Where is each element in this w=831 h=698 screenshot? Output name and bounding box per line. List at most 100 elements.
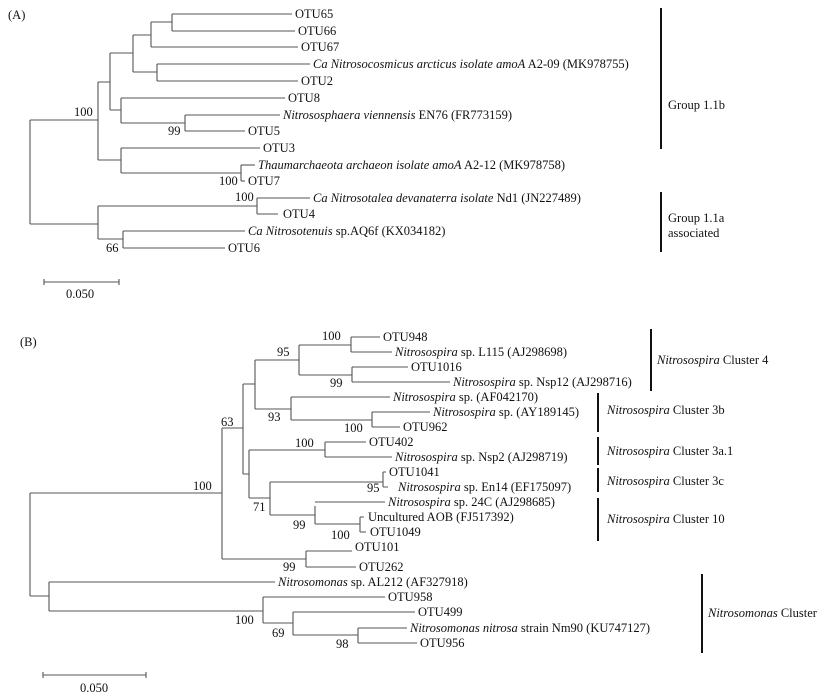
leaf-label: OTU948 [383, 330, 427, 344]
bootstrap-value: 100 [344, 421, 363, 435]
branch [133, 22, 152, 47]
branch [121, 115, 186, 131]
leaf-label: OTU67 [301, 40, 339, 54]
bootstrap-value: 100 [193, 479, 212, 493]
branch [299, 336, 392, 353]
branch [30, 82, 99, 160]
branch [110, 35, 134, 72]
branch [98, 148, 122, 173]
branch [291, 411, 430, 428]
group-label: Nitrosospira Cluster 3b [606, 403, 725, 417]
panel-a: (A) [8, 7, 725, 301]
bootstrap-value: 95 [277, 345, 290, 359]
panel-label-b: (B) [20, 335, 37, 349]
branch [249, 482, 271, 515]
leaf-label: OTU958 [388, 590, 432, 604]
scale-bar-label: 0.050 [66, 287, 94, 301]
branch [270, 471, 388, 488]
group-label: Nitrosospira Cluster 3a.1 [606, 444, 733, 458]
leaf-label: OTU402 [369, 435, 413, 449]
leaf-label: OTU65 [295, 7, 333, 21]
bootstrap-value: 98 [336, 637, 349, 651]
scale-bar-a: 0.050 [43, 279, 120, 301]
leaf-label: Nitrosospira sp. En14 (EF175097) [397, 480, 571, 494]
bootstrap-value: 100 [235, 190, 254, 204]
bootstrap-value: 69 [272, 626, 285, 640]
tree-b-leaf-labels: OTU948 Nitrosospira sp. L115 (AJ298698) … [277, 330, 650, 650]
branch [49, 597, 264, 623]
scale-bar-b: 0.050 [42, 672, 147, 695]
branch [30, 206, 99, 239]
branch [243, 360, 256, 409]
scale-bar-line [42, 672, 147, 678]
bootstrap-value: 95 [367, 481, 380, 495]
tree-a-leaf-labels: OTU65 OTU66 OTU67 Ca Nitrosocosmicus arc… [228, 7, 629, 255]
group-label: Nitrosospira Cluster 10 [606, 512, 725, 526]
panel-label-a: (A) [8, 8, 25, 22]
leaf-label: OTU6 [228, 241, 260, 255]
group-label: Nitrosospira Cluster 4 [656, 353, 769, 367]
bootstrap-value: 99 [283, 560, 296, 574]
leaf-label: Nitrosomonas nitrosa strain Nm90 (KU7471… [409, 621, 650, 635]
branch [151, 14, 173, 31]
branch [255, 397, 292, 420]
branch [315, 516, 366, 533]
branch [243, 450, 250, 498]
leaf-label: Thaumarchaeota archaeon isolate amoA A2-… [258, 158, 565, 172]
bootstrap-value: 100 [235, 613, 254, 627]
leaf-label: Ca Nitrosocosmicus arcticus isolate amoA… [313, 57, 629, 71]
bootstrap-value: 99 [330, 376, 343, 390]
scale-bar-label: 0.050 [80, 681, 108, 695]
branch [98, 198, 258, 214]
leaf-label: OTU5 [248, 124, 280, 138]
bootstrap-value: 100 [219, 174, 238, 188]
tree-a-bootstrap: 100 99 100 100 66 [74, 105, 254, 255]
branch [293, 627, 417, 644]
leaf-label: OTU2 [301, 74, 333, 88]
branch [222, 384, 244, 474]
bootstrap-value: 100 [322, 329, 341, 343]
leaf-label: OTU1049 [370, 525, 421, 539]
panel-b: (B) [20, 329, 818, 695]
branch [249, 441, 392, 458]
leaf-label: Ca Nitrosotenuis sp.AQ6f (KX034182) [248, 224, 445, 238]
group-label-line2: associated [668, 226, 720, 240]
leaf-label: Nitrosomonas sp. AL212 (AF327918) [277, 575, 468, 589]
leaf-label: OTU3 [263, 141, 295, 155]
branch [255, 345, 300, 375]
bootstrap-value: 100 [295, 436, 314, 450]
leaf-label: OTU8 [288, 91, 320, 105]
leaf-label: Ca Nitrosotalea devanaterra isolate Nd1 … [313, 191, 581, 205]
leaf-label: Nitrosospira sp. Nsp2 (AJ298719) [394, 450, 568, 464]
group-label: Group 1.1a [668, 211, 725, 225]
leaf-label: Nitrosospira sp. (AF042170) [392, 390, 538, 404]
group-label: Nitrosomonas Cluster [707, 606, 818, 620]
leaf-label: Nitrosospira sp. (AY189145) [432, 405, 579, 419]
branch [222, 550, 356, 568]
leaf-label: OTU262 [359, 560, 403, 574]
bootstrap-value: 99 [293, 518, 306, 532]
branch [121, 165, 242, 181]
leaf-label: OTU499 [418, 605, 462, 619]
leaf-label: OTU1016 [411, 360, 462, 374]
leaf-label: OTU956 [420, 636, 464, 650]
bootstrap-value: 100 [74, 105, 93, 119]
tree-b-branches [29, 336, 450, 644]
leaf-label: Nitrososphaera viennensis EN76 (FR773159… [282, 108, 512, 122]
bootstrap-value: 71 [253, 500, 266, 514]
leaf-label: OTU101 [355, 540, 399, 554]
branch [299, 366, 450, 383]
leaf-label: Uncultured AOB (FJ517392) [368, 510, 514, 524]
branch [30, 428, 223, 559]
leaf-label: Nitrosospira sp. Nsp12 (AJ298716) [452, 375, 632, 389]
leaf-label: Nitrosospira sp. 24C (AJ298685) [387, 495, 555, 509]
leaf-label: OTU4 [283, 207, 316, 221]
leaf-label: OTU7 [248, 174, 280, 188]
branch [98, 53, 111, 110]
branch [133, 64, 158, 81]
leaf-label: Nitrosospira sp. L115 (AJ298698) [394, 345, 567, 359]
group-label: Nitrosospira Cluster 3c [606, 474, 724, 488]
branch [263, 612, 294, 635]
tree-a-branches [29, 13, 310, 249]
